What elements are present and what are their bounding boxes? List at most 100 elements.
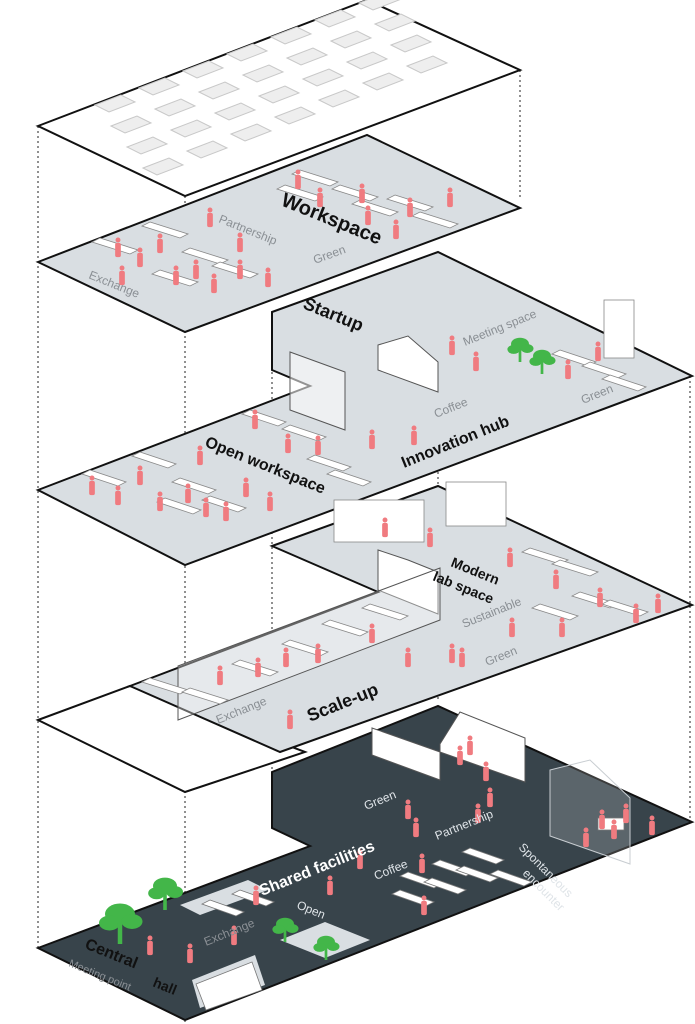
solar-panel [197,81,241,100]
solar-panel [257,85,301,104]
person-body [369,628,375,644]
person-head [231,925,237,931]
lab-grey-slab [127,484,695,754]
person-head [459,647,465,653]
person-head [407,197,413,203]
person-body [157,238,163,254]
person-head [237,259,243,265]
desk [600,374,648,392]
solar-panel [329,30,373,49]
solar-panel [153,98,197,117]
person-head [595,341,601,347]
person-body [203,502,209,518]
person-head [317,187,323,193]
plant-leaf [121,914,143,929]
desk [170,477,218,495]
plant-leaf [326,942,340,951]
person-head [467,735,473,741]
person-body [655,598,661,614]
person-head [265,267,271,273]
person-head [597,587,603,593]
plant-stem [283,929,287,942]
person-head [457,745,463,751]
person-head [559,617,565,623]
person-head [475,803,481,809]
desk [422,877,468,895]
person-head [509,617,515,623]
solar-panel [317,89,361,108]
person-head [483,761,489,767]
person-head [487,787,493,793]
plant-leaf [520,344,534,353]
person-head [223,501,229,507]
person-body [595,346,601,362]
person-head [365,205,371,211]
person-body [252,414,258,430]
solar-panel [405,55,449,74]
plant-leaf [507,344,520,354]
plant-leaf [99,915,120,931]
reception-counter [195,961,263,1011]
person-head [405,647,411,653]
person-head [237,232,243,238]
person-body [411,430,417,446]
desk [305,454,353,472]
solar-panel [93,94,137,113]
workspace-desks [90,169,460,287]
person-body [115,490,121,506]
person-head [157,233,163,239]
plant-leaf [529,356,542,366]
person-body [449,648,455,664]
person-body [173,270,179,286]
solar-panel [313,9,357,28]
person-body [137,470,143,486]
person-head [599,809,605,815]
person-body [193,264,199,280]
solar-panel [389,34,433,53]
solar-panels [93,0,449,176]
ground-plants [99,877,340,960]
person-head [369,623,375,629]
person-body [565,364,571,380]
person-head [89,475,95,481]
plant-leaf [313,942,327,952]
lab-people [217,517,661,730]
plant-stem [324,947,328,960]
person-body [157,496,163,512]
plant-leaf [166,886,184,898]
storage-cabinet [603,299,635,359]
person-head [611,819,617,825]
innovation-people [89,335,601,522]
person-body [317,192,323,208]
person-head [295,169,301,175]
person-body [483,766,489,782]
person-head [115,485,121,491]
person-head [369,429,375,435]
person-head [393,219,399,225]
person-head [243,477,249,483]
plant-leaf [285,924,299,933]
person-head [185,483,191,489]
person-body [197,450,203,466]
solar-panel [137,77,181,96]
person-body [611,824,617,840]
solar-panel [361,72,405,91]
workspace-level: Workspace Partnership Green Exchange [35,133,523,334]
person-body [393,224,399,240]
person-body [283,652,289,668]
person-head [633,603,639,609]
lab-cabinets [333,499,425,543]
person-body [255,662,261,678]
innovation-plants [507,337,556,374]
person-body [487,792,493,808]
lab-partition [377,549,439,615]
solar-panel [357,0,401,11]
person-body [357,854,363,870]
ground-light-patch-a [180,880,268,915]
person-body [285,438,291,454]
person-body [405,652,411,668]
person-body [583,832,589,848]
solar-panel [109,115,153,134]
solar-panel [273,106,317,125]
person-head [285,433,291,439]
